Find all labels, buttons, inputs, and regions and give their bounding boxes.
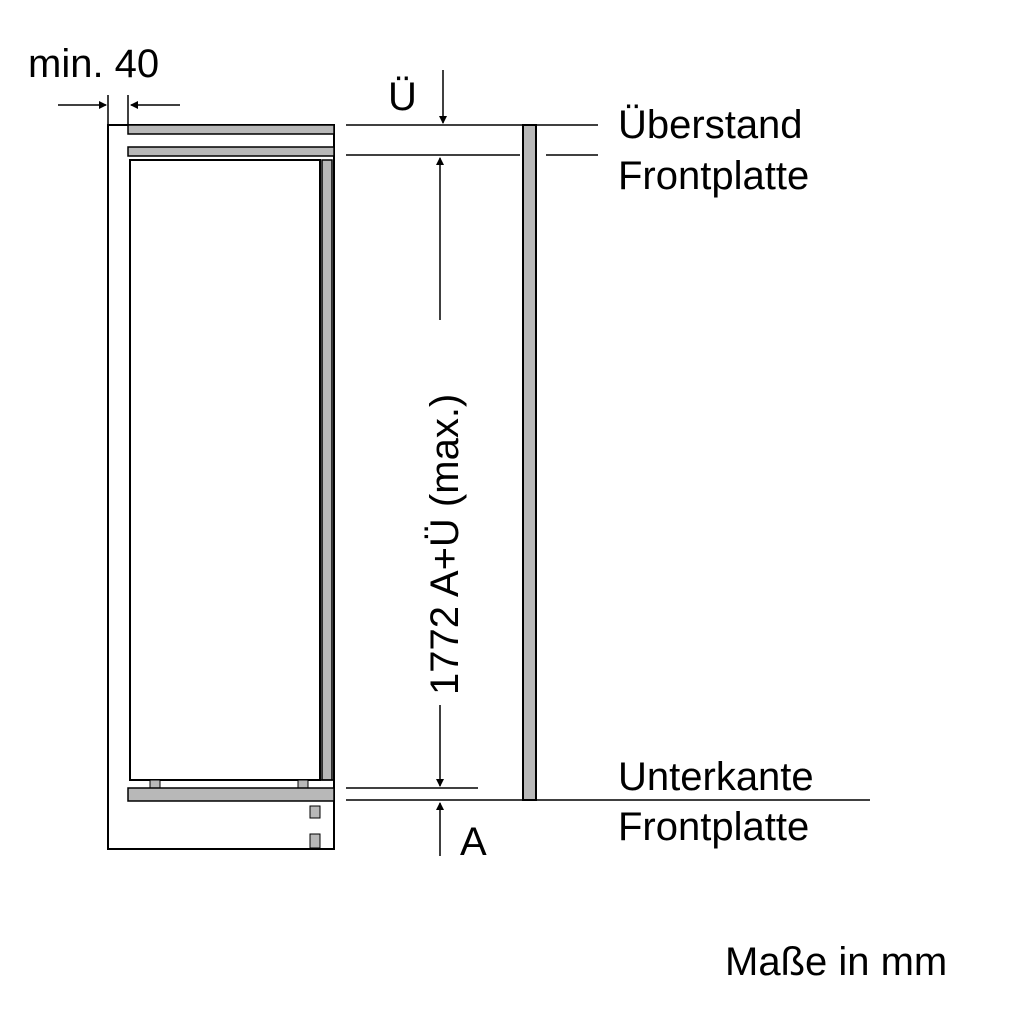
top-panel-strip [127,124,335,135]
a-label: A [460,820,487,864]
foot-left [149,779,161,789]
units-note: Maße in mm [725,940,947,984]
front-panel [522,124,537,801]
foot-right [297,779,309,789]
bottom-block-2 [309,833,321,849]
min-gap-label: min. 40 [28,42,159,86]
side-rail [321,159,333,781]
lower-edge-label-line1: Unterkante [618,755,814,799]
lower-edge-label-line2: Frontplatte [618,805,809,849]
overhang-label-line2: Frontplatte [618,154,809,198]
upper-frame-strip [127,146,335,157]
height-dimension-label: 1772 A+Ü (max.) [423,394,467,695]
bottom-panel-strip [127,787,335,802]
bottom-block-1 [309,805,321,819]
overhang-label-line1: Überstand [618,103,803,147]
appliance-body [129,159,321,781]
u-label: Ü [388,75,417,119]
